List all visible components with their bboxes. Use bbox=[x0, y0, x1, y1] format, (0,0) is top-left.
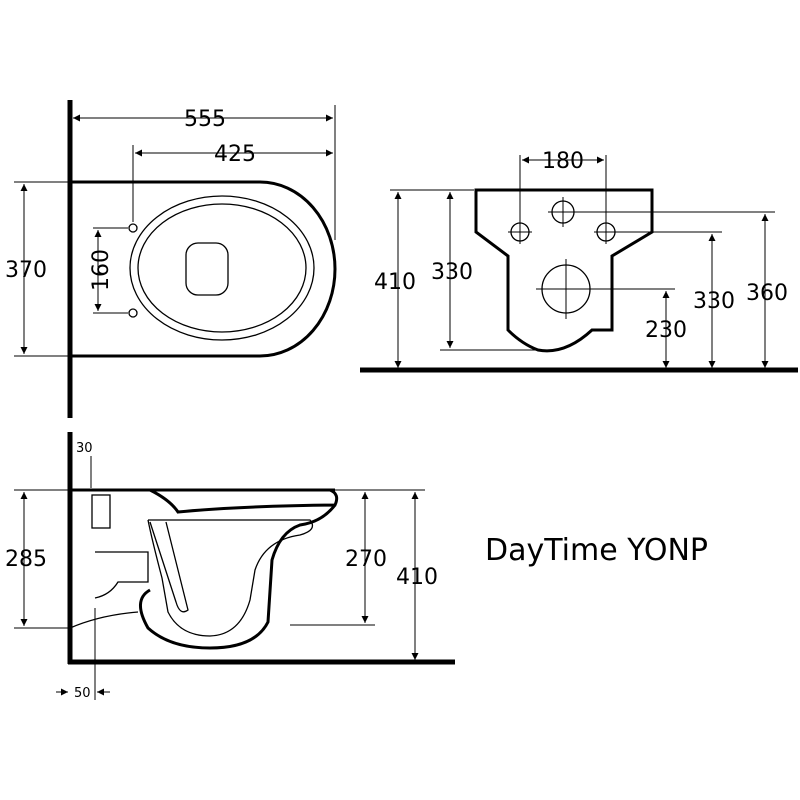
dim-total-height: 410 bbox=[374, 270, 416, 295]
side-view: 30 285 270 410 50 bbox=[5, 432, 455, 701]
bowl-opening bbox=[185, 242, 229, 296]
top-view: 555 425 370 160 bbox=[5, 100, 337, 418]
dim-rim-height: 270 bbox=[345, 547, 387, 572]
dim-inlet-height: 330 bbox=[431, 260, 473, 285]
bowl-outline bbox=[70, 180, 337, 358]
inlet-pipe bbox=[91, 494, 111, 529]
dim-overall-height: 410 bbox=[396, 565, 438, 590]
dim-outlet-height: 230 bbox=[645, 318, 687, 343]
dim-seat-length: 425 bbox=[214, 142, 256, 167]
dim-side-height: 285 bbox=[5, 547, 47, 572]
rear-view: 180 410 330 360 330 230 bbox=[360, 149, 798, 373]
bowl-side-profile bbox=[139, 488, 339, 650]
dim-width: 370 bbox=[5, 258, 47, 283]
seat-inner bbox=[137, 203, 307, 333]
rear-profile bbox=[474, 188, 654, 353]
floor-curve bbox=[69, 611, 139, 629]
product-title: DayTime YONP bbox=[485, 533, 708, 568]
dim-fixing-spacing: 180 bbox=[542, 149, 584, 174]
fixing-hole-upper bbox=[128, 223, 138, 233]
dim-top-offset: 30 bbox=[76, 441, 93, 456]
fixing-hole-lower bbox=[128, 308, 138, 318]
dim-lower-fixing-height: 330 bbox=[693, 289, 735, 314]
trapway bbox=[149, 521, 189, 613]
outlet-hole bbox=[536, 259, 596, 319]
bowl-inner-profile bbox=[147, 519, 314, 637]
dim-hole-spacing: 160 bbox=[89, 249, 114, 291]
fixing-hole-right bbox=[594, 220, 618, 244]
dim-overall-length: 555 bbox=[184, 107, 226, 132]
outlet-pipe bbox=[94, 551, 149, 599]
dim-upper-fixing-height: 360 bbox=[746, 281, 788, 306]
fixing-hole-left bbox=[508, 220, 532, 244]
inlet-hole bbox=[548, 197, 578, 227]
seat-outer bbox=[129, 195, 315, 341]
dim-bottom-offset: 50 bbox=[74, 686, 91, 701]
